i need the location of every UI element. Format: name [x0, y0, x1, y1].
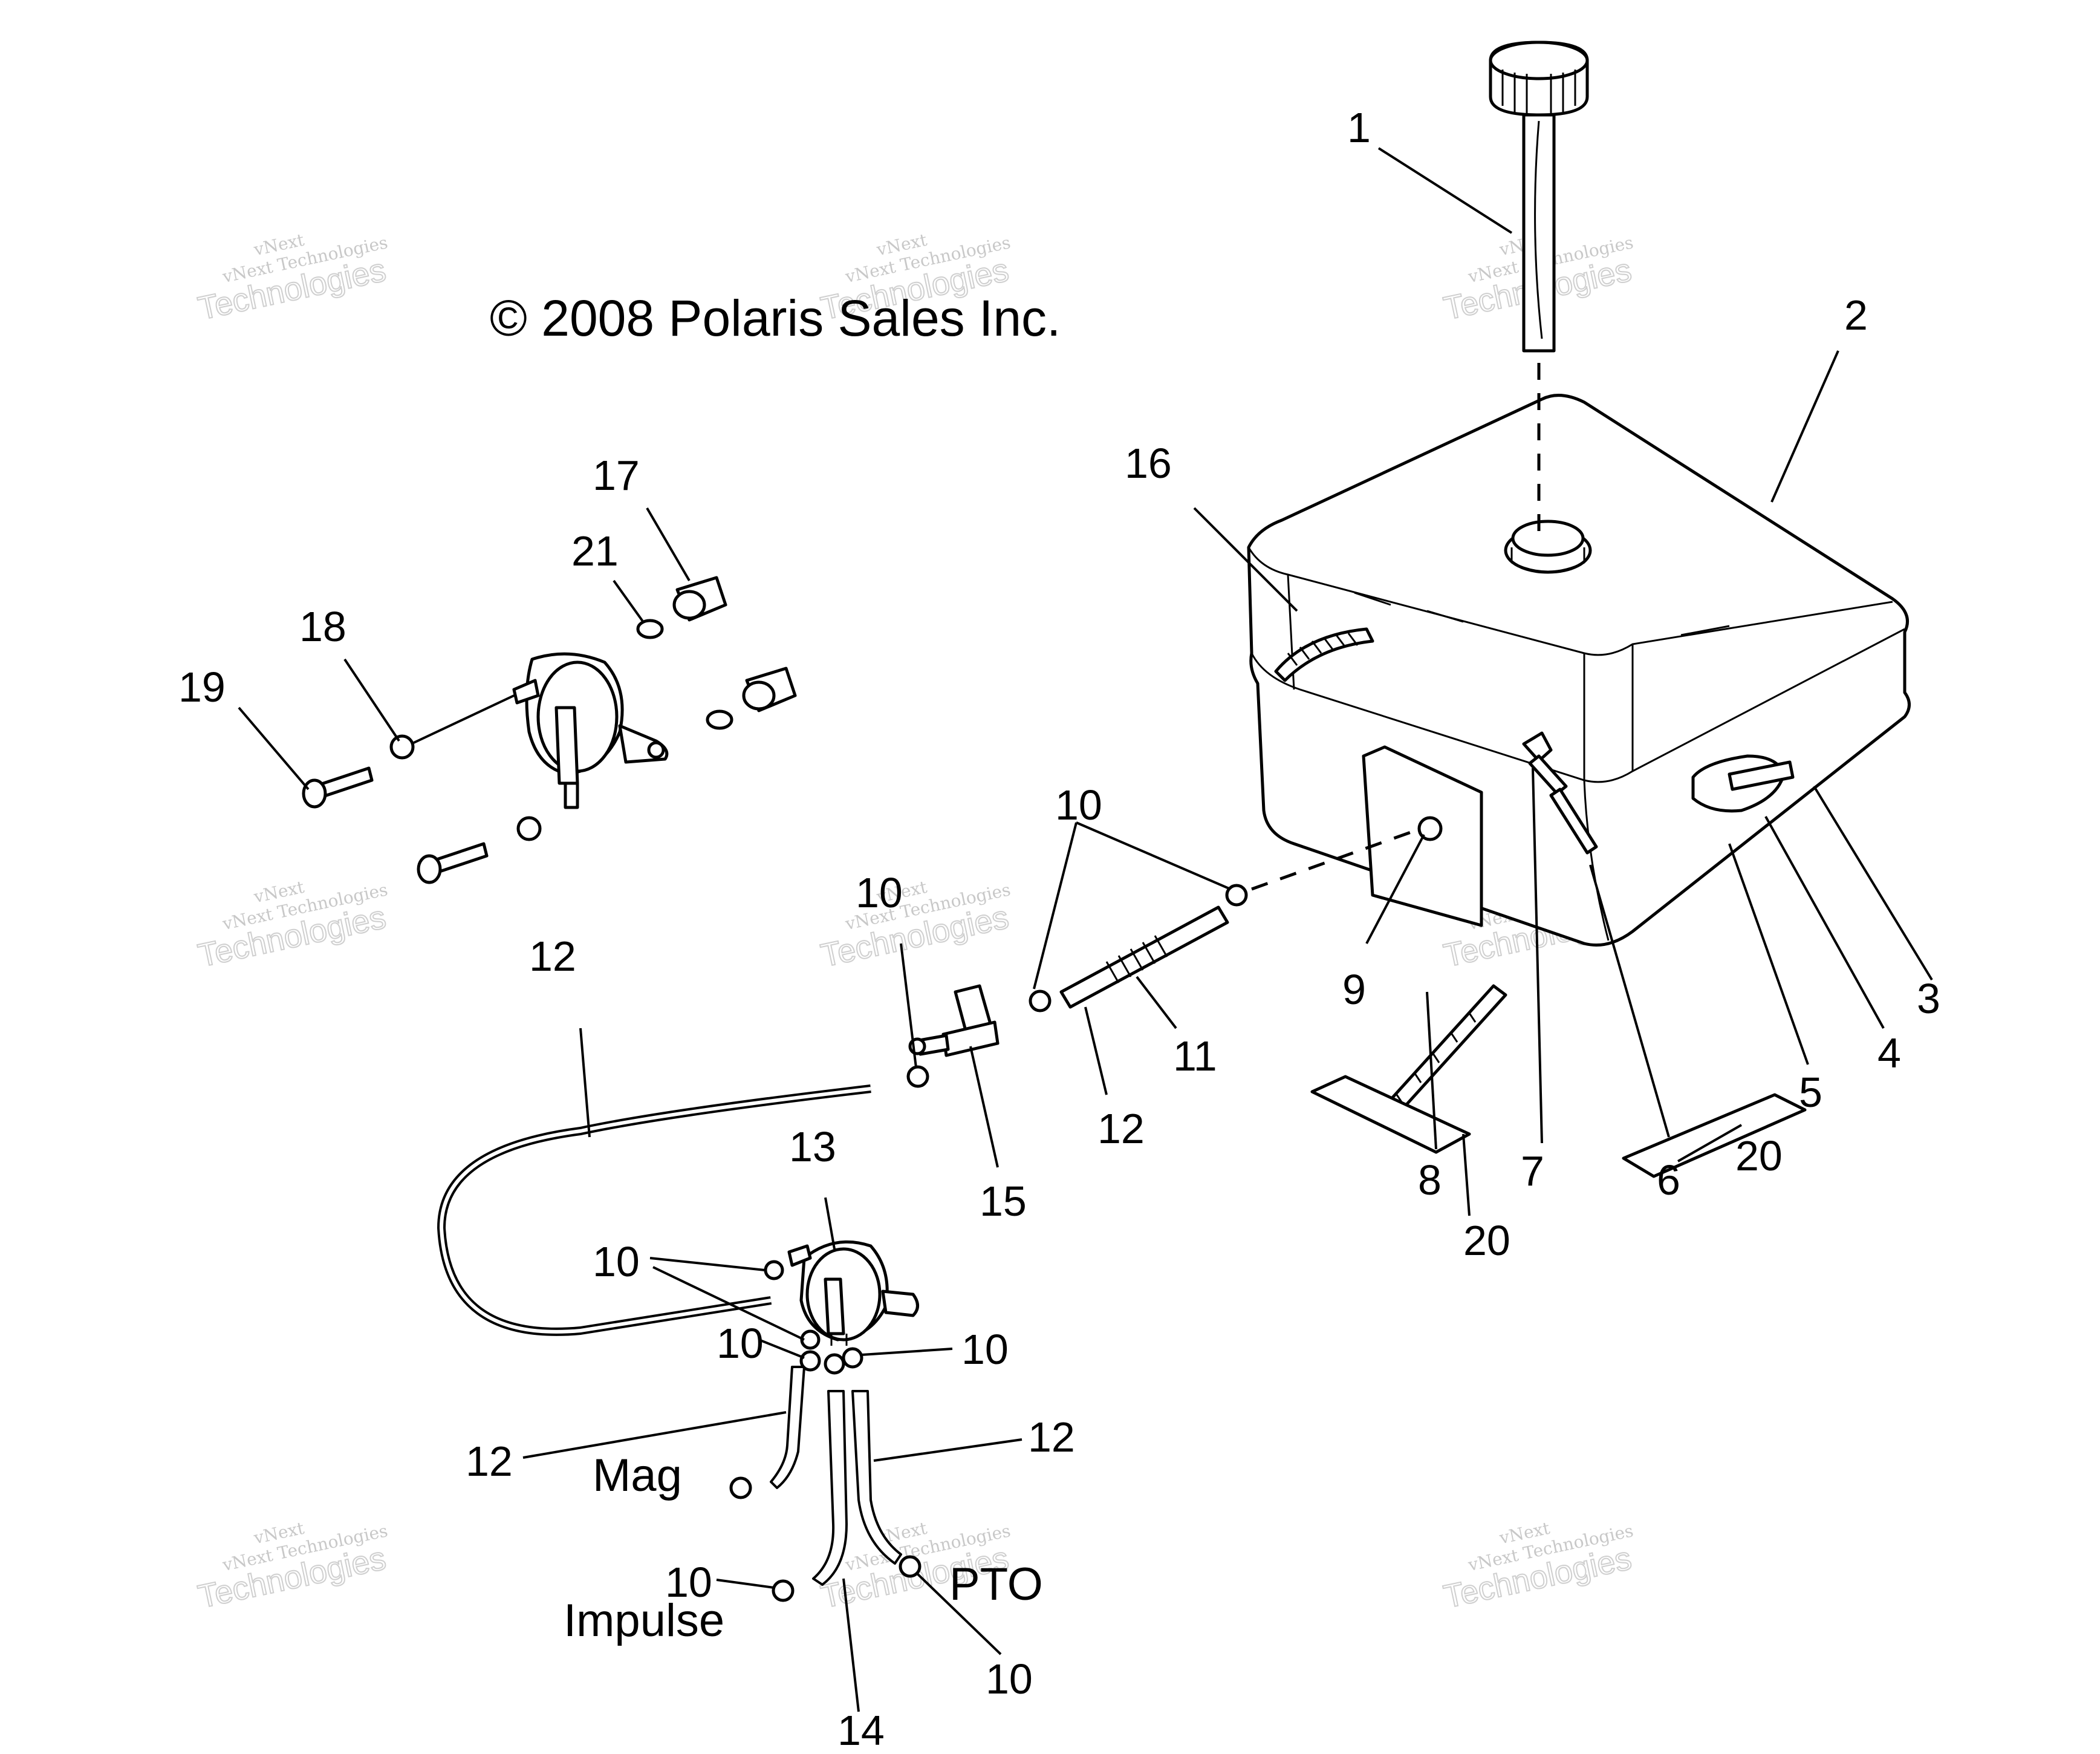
callout-5: 5 — [1799, 1069, 1822, 1116]
callout-13: 13 — [789, 1123, 836, 1170]
callout-12a: 12 — [1097, 1105, 1145, 1152]
watermark: vNext vNext Technologies Technologies — [1440, 1518, 1635, 1616]
callout-12b: 12 — [529, 933, 576, 980]
callout-9: 9 — [1342, 966, 1366, 1013]
callout-12c: 12 — [466, 1438, 513, 1485]
callout-20a: 20 — [1463, 1217, 1510, 1264]
callout-20b: 20 — [1735, 1132, 1783, 1179]
callout-10f: 10 — [665, 1559, 712, 1606]
callout-10d: 10 — [717, 1320, 764, 1367]
leader-lines — [238, 147, 1933, 1712]
callout-10a: 10 — [1055, 781, 1102, 829]
fuel-pump-lower — [787, 1240, 919, 1346]
pump-hardware — [302, 576, 797, 884]
tank-strap — [1310, 984, 1807, 1178]
watermark: vNext vNext Technologies Technologies — [194, 230, 389, 328]
callout-16: 16 — [1125, 440, 1172, 487]
callout-17: 17 — [593, 452, 640, 499]
callout-6: 6 — [1657, 1156, 1680, 1204]
port-label-mag: Mag — [593, 1450, 682, 1501]
callout-2: 2 — [1844, 292, 1868, 339]
callout-21: 21 — [571, 527, 619, 575]
lower-hoses — [729, 1260, 922, 1602]
callout-10b: 10 — [856, 869, 903, 916]
clamp — [906, 1065, 929, 1088]
fuel-line-long-inner — [439, 1087, 871, 1334]
callout-10c: 10 — [593, 1238, 640, 1285]
fuel-line-upper — [1029, 827, 1422, 1012]
fuel-pump-upper — [411, 652, 669, 809]
port-label-pto: PTO — [949, 1559, 1043, 1610]
callout-14: 14 — [837, 1707, 885, 1754]
callout-12d: 12 — [1028, 1413, 1075, 1461]
tank-cap-dipstick — [1489, 41, 1589, 532]
callout-19: 19 — [178, 663, 226, 711]
oil-tank — [1247, 394, 1911, 947]
watermark: vNext vNext Technologies Technologies — [194, 877, 389, 975]
port-label-impulse: Impulse — [564, 1595, 724, 1646]
callout-4: 4 — [1877, 1029, 1901, 1077]
callout-10g: 10 — [986, 1655, 1033, 1703]
callout-3: 3 — [1917, 975, 1940, 1022]
callout-8: 8 — [1418, 1156, 1442, 1204]
callout-18: 18 — [299, 603, 346, 650]
watermark-group: vNext vNext Technologies Technologies vN… — [194, 230, 1635, 1616]
callout-15: 15 — [980, 1178, 1027, 1225]
watermark: vNext vNext Technologies Technologies — [817, 877, 1012, 975]
callout-labels: 1 2 3 4 5 6 7 8 9 20 20 16 10 11 12 10 1… — [178, 104, 1940, 1754]
callout-7: 7 — [1521, 1147, 1544, 1195]
copyright-text: © 2008 Polaris Sales Inc. — [490, 290, 1061, 347]
shutoff-valve — [908, 984, 1000, 1057]
callout-11: 11 — [1173, 1032, 1217, 1080]
callout-10e: 10 — [961, 1326, 1009, 1373]
watermark: vNext vNext Technologies Technologies — [194, 1518, 389, 1616]
callout-1: 1 — [1347, 104, 1371, 151]
